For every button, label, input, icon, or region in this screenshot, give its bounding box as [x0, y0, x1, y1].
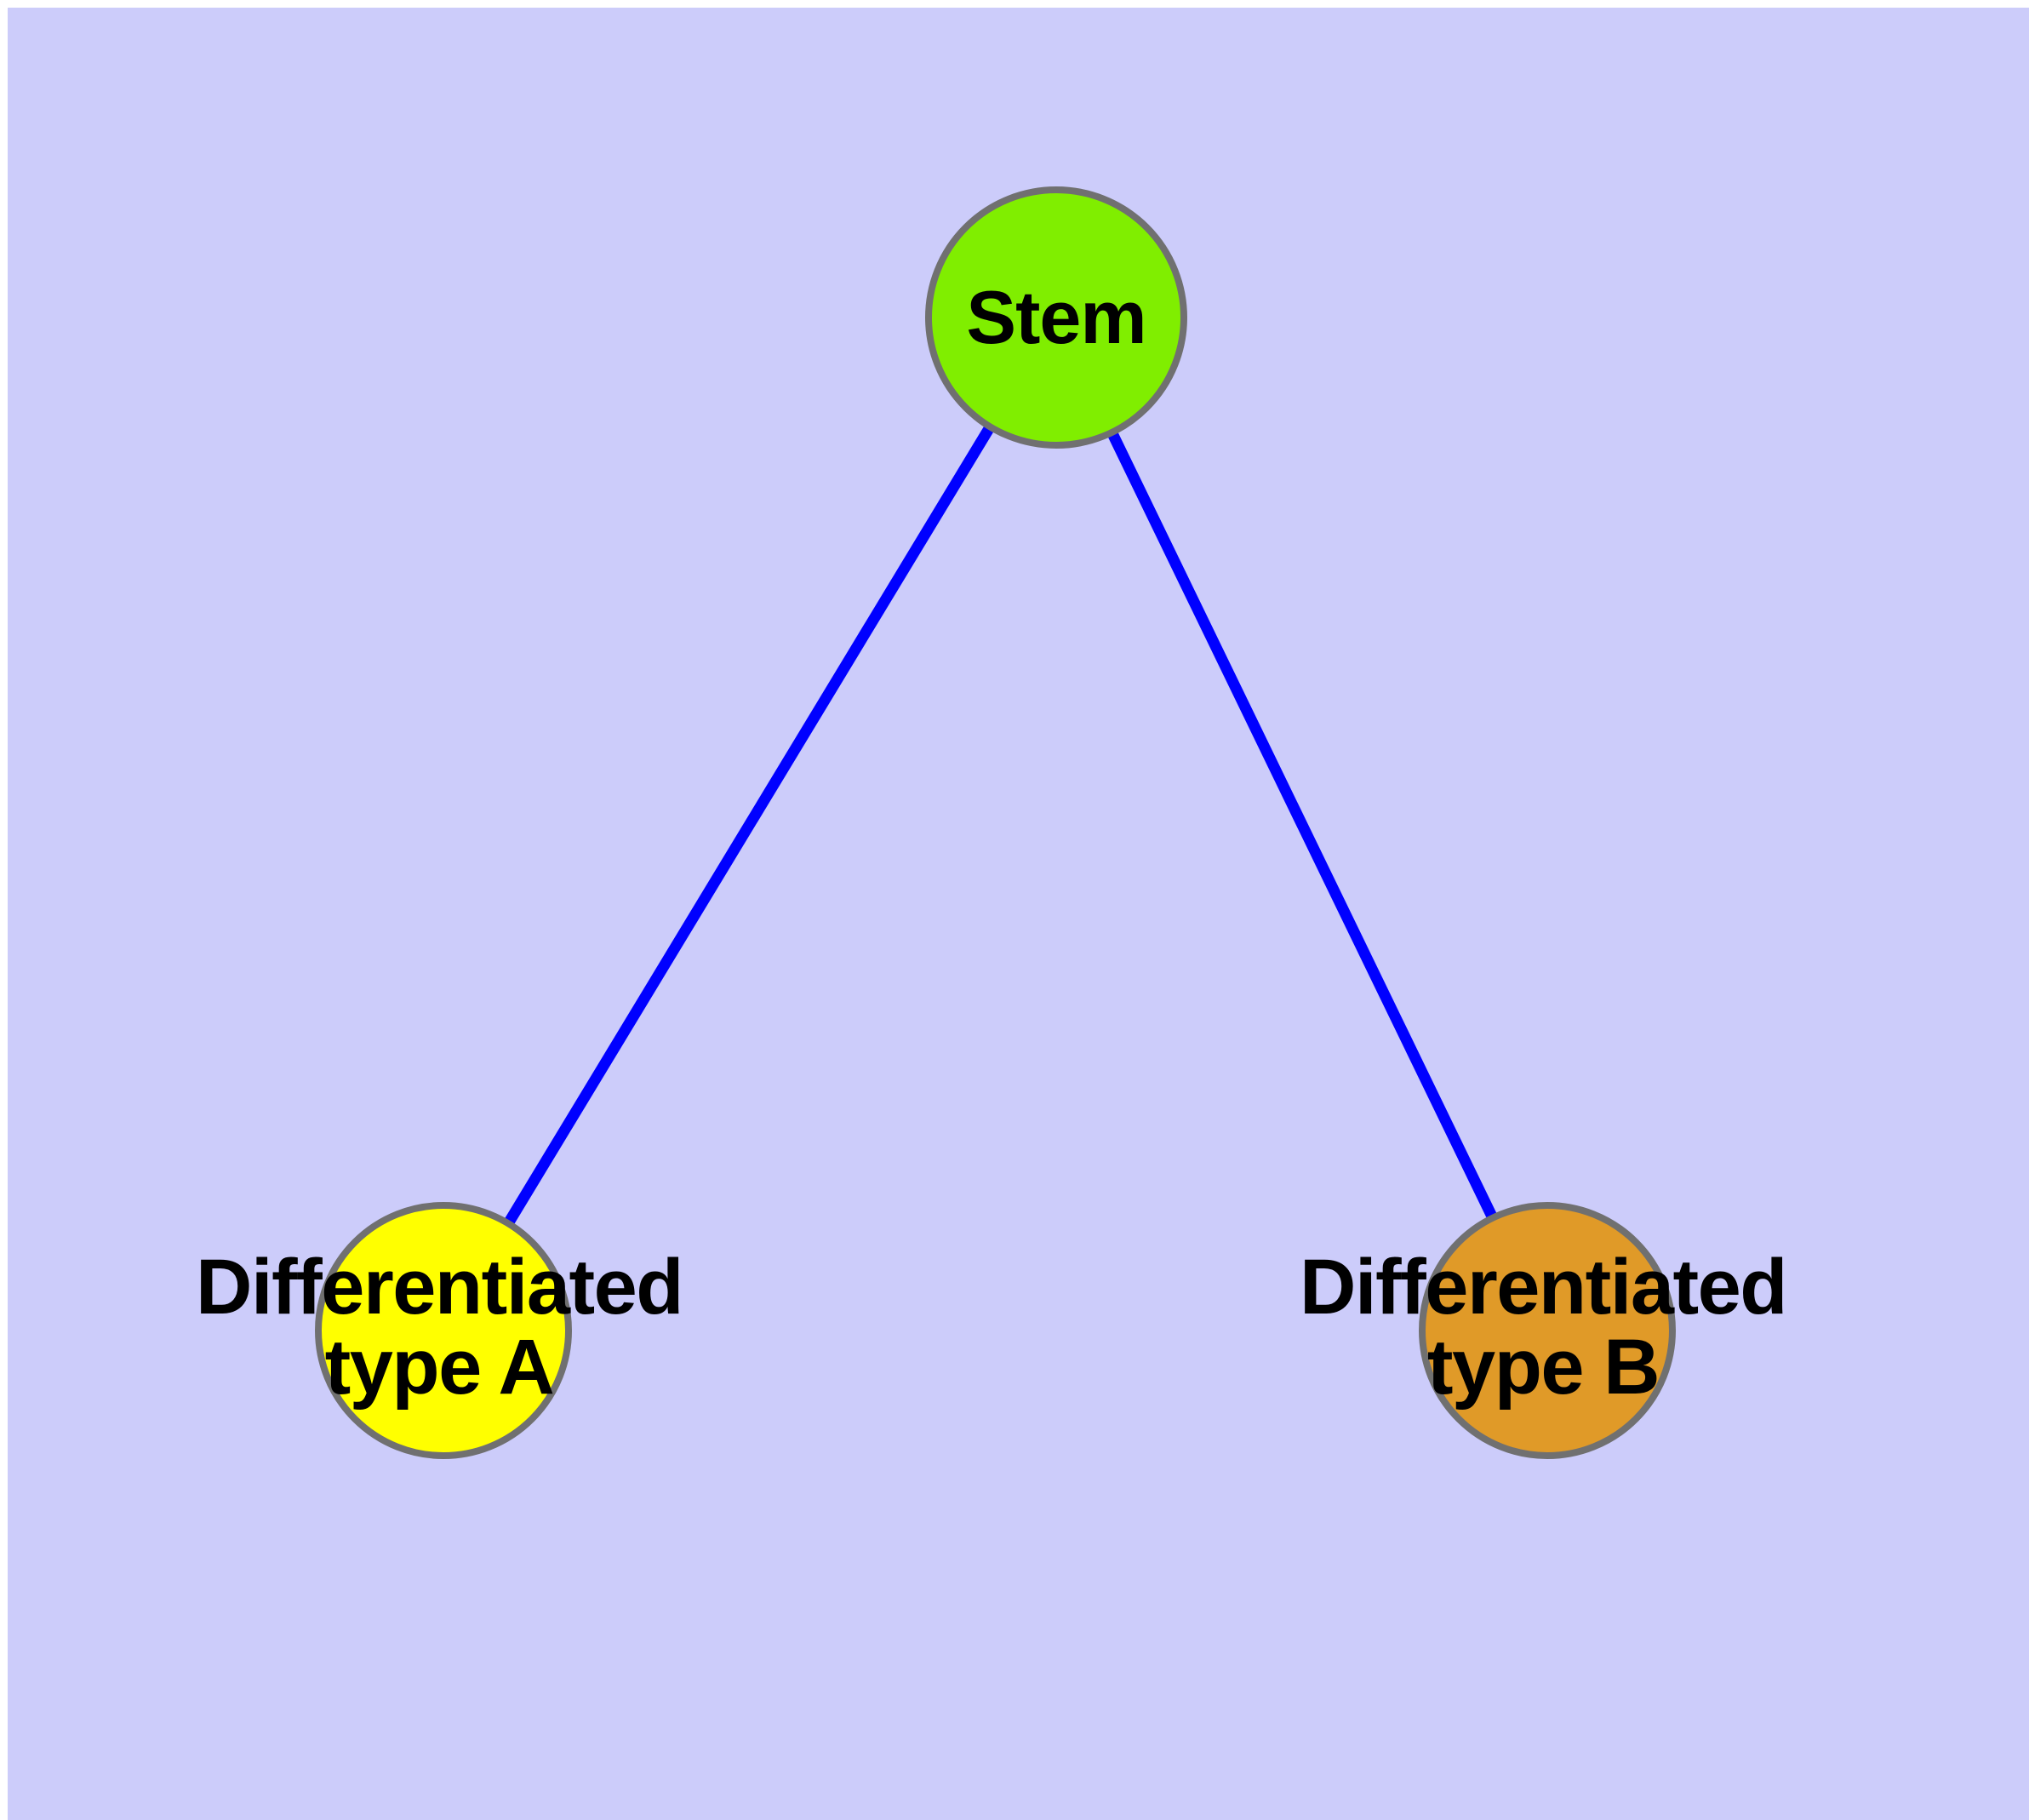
- node-layer: [315, 186, 1676, 1459]
- edge-stem-to-diff-a: [438, 314, 1061, 1334]
- node-stem[interactable]: [925, 186, 1187, 449]
- node-diff-a[interactable]: [315, 1202, 572, 1459]
- node-diff-b[interactable]: [1419, 1202, 1676, 1459]
- edge-layer: [438, 314, 1552, 1334]
- edge-stem-to-diff-b: [1051, 315, 1552, 1333]
